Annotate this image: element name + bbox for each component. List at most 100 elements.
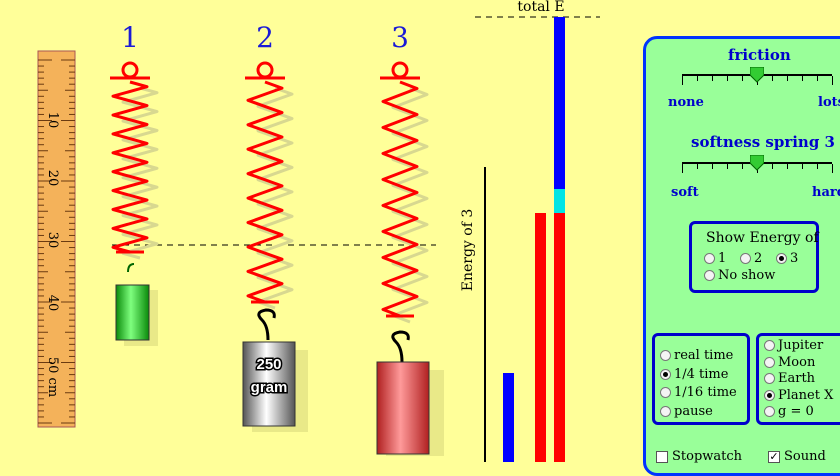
softness-slider[interactable] bbox=[682, 155, 833, 175]
gravity-radio-jupiter[interactable] bbox=[764, 340, 775, 351]
friction-slider[interactable] bbox=[682, 67, 833, 87]
gravity-group: Jupiter Moon Earth Planet X g = 0 bbox=[756, 333, 840, 425]
gravity-radio-earth[interactable] bbox=[764, 373, 775, 384]
gravity-option-g0[interactable]: g = 0 bbox=[764, 404, 814, 419]
show-energy-radio-none[interactable] bbox=[704, 270, 715, 281]
gravity-radio-planet-x[interactable] bbox=[764, 390, 775, 401]
slider-tick bbox=[817, 164, 818, 169]
mass-2-label-bottom: gram bbox=[251, 379, 288, 396]
slider-tick bbox=[802, 164, 803, 169]
ruler-label-30: 30 bbox=[45, 232, 60, 249]
slider-tick bbox=[772, 76, 773, 81]
time-option-pause[interactable]: pause bbox=[660, 404, 713, 419]
spring-2-coil bbox=[246, 80, 284, 304]
spring-3[interactable] bbox=[380, 61, 429, 324]
spring-2[interactable] bbox=[245, 61, 294, 310]
total-energy-bar-thermal bbox=[554, 189, 565, 213]
softness-slider-thumb[interactable] bbox=[750, 155, 764, 171]
ruler-label-40: 40 bbox=[45, 295, 60, 312]
stopwatch-label: Stopwatch bbox=[672, 449, 743, 464]
slider-tick bbox=[727, 76, 728, 81]
friction-min-label: none bbox=[668, 95, 704, 110]
gravity-option-planet-x[interactable]: Planet X bbox=[764, 388, 833, 403]
time-option-pause-label: pause bbox=[674, 404, 713, 419]
mass-3[interactable] bbox=[376, 330, 444, 456]
time-radio-real[interactable] bbox=[660, 350, 671, 361]
slider-tick bbox=[727, 164, 728, 169]
spring-1-top-ring bbox=[121, 61, 139, 79]
energy-axis-label: Energy of 3 bbox=[460, 209, 476, 292]
ruler[interactable]: 10 20 30 40 50 cm bbox=[37, 50, 76, 428]
ruler-label-20: 20 bbox=[45, 170, 60, 187]
mass-1[interactable] bbox=[115, 263, 158, 346]
friction-slider-thumb[interactable] bbox=[750, 67, 764, 83]
slider-tick bbox=[742, 164, 743, 169]
stopwatch-checkbox[interactable] bbox=[656, 450, 668, 463]
slider-tick bbox=[697, 76, 698, 81]
show-energy-radio-3[interactable] bbox=[776, 253, 787, 264]
slider-tick bbox=[712, 76, 713, 81]
total-energy-label: total E bbox=[517, 0, 564, 15]
kinetic-energy-bar bbox=[503, 373, 514, 462]
show-energy-option-1-label: 1 bbox=[718, 251, 727, 266]
total-energy-bar-kinetic bbox=[554, 17, 565, 189]
gravity-option-moon-label: Moon bbox=[778, 355, 816, 370]
time-radio-quarter[interactable] bbox=[660, 369, 671, 380]
show-energy-radio-1[interactable] bbox=[704, 253, 715, 264]
spring-lab-canvas: 10 20 30 40 50 cm 1 2 3 250 gram bbox=[37, 0, 600, 462]
time-radio-pause[interactable] bbox=[660, 406, 671, 417]
show-energy-option-none-label: No show bbox=[718, 268, 776, 283]
spring-3-top-ring bbox=[391, 61, 409, 79]
time-radio-sixteenth[interactable] bbox=[660, 387, 671, 398]
show-energy-group: Show Energy of 1 2 3 No show bbox=[689, 221, 819, 293]
spring-2-shadow bbox=[256, 86, 294, 310]
mass-2-label-top: 250 bbox=[256, 356, 281, 373]
spring-3-coil bbox=[381, 80, 419, 318]
show-energy-option-1[interactable]: 1 bbox=[704, 251, 726, 266]
gravity-option-moon[interactable]: Moon bbox=[764, 355, 815, 370]
gravity-option-earth[interactable]: Earth bbox=[764, 371, 815, 386]
time-option-quarter-label: 1/4 time bbox=[674, 367, 729, 382]
mass-2[interactable]: 250 gram bbox=[242, 308, 308, 432]
energy-graph: Energy of 3 total E bbox=[460, 0, 600, 462]
gravity-radio-moon[interactable] bbox=[764, 357, 775, 368]
slider-tick bbox=[802, 76, 803, 81]
gravity-option-jupiter[interactable]: Jupiter bbox=[764, 338, 823, 353]
spring-1-coil bbox=[111, 80, 149, 254]
gravity-option-planet-x-label: Planet X bbox=[778, 388, 834, 403]
spring-1[interactable] bbox=[110, 61, 159, 260]
time-option-real[interactable]: real time bbox=[660, 348, 733, 363]
softness-min-label: soft bbox=[671, 185, 699, 200]
slider-tick bbox=[772, 164, 773, 169]
slider-tick bbox=[832, 76, 833, 85]
time-speed-group: real time 1/4 time 1/16 time pause bbox=[652, 333, 750, 425]
show-energy-option-3[interactable]: 3 bbox=[776, 251, 798, 266]
slider-tick bbox=[712, 164, 713, 169]
gravity-option-g0-label: g = 0 bbox=[778, 404, 814, 419]
spring-2-label: 2 bbox=[256, 21, 274, 54]
sound-toggle[interactable]: ✓ Sound bbox=[768, 449, 826, 464]
total-energy-bar-potential bbox=[554, 213, 565, 462]
show-energy-option-2-label: 2 bbox=[754, 251, 763, 266]
slider-tick bbox=[697, 164, 698, 169]
time-option-sixteenth[interactable]: 1/16 time bbox=[660, 385, 737, 400]
sound-checkbox[interactable]: ✓ bbox=[768, 450, 780, 463]
softness-max-label: hard bbox=[812, 185, 840, 200]
sound-label: Sound bbox=[784, 449, 826, 464]
ruler-label-50cm: 50 cm bbox=[45, 357, 60, 397]
show-energy-radio-2[interactable] bbox=[740, 253, 751, 264]
slider-tick bbox=[787, 76, 788, 81]
show-energy-option-none[interactable]: No show bbox=[704, 268, 775, 283]
spring-2-top-ring bbox=[256, 61, 274, 79]
time-option-quarter[interactable]: 1/4 time bbox=[660, 367, 728, 382]
show-energy-option-2[interactable]: 2 bbox=[740, 251, 762, 266]
stopwatch-toggle[interactable]: Stopwatch bbox=[656, 449, 742, 464]
slider-tick bbox=[787, 164, 788, 169]
potential-energy-bar bbox=[535, 213, 546, 462]
ruler-label-10: 10 bbox=[45, 112, 60, 129]
slider-tick bbox=[817, 76, 818, 81]
gravity-radio-g0[interactable] bbox=[764, 406, 775, 417]
slider-tick bbox=[682, 76, 683, 85]
slider-tick bbox=[832, 164, 833, 173]
gravity-option-earth-label: Earth bbox=[778, 371, 816, 386]
